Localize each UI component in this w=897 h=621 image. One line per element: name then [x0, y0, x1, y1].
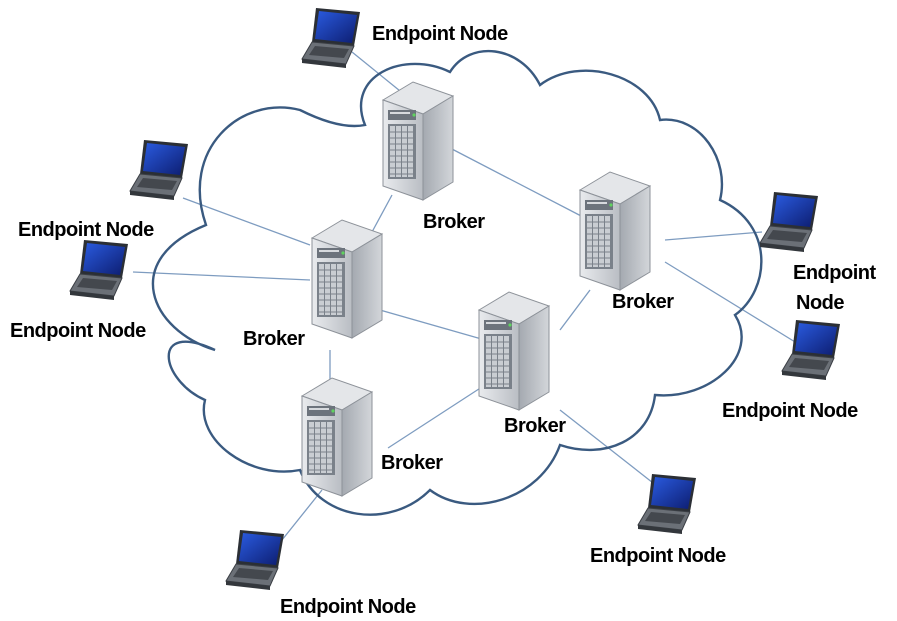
laptop-icon [69, 239, 129, 301]
endpoint-label: Endpoint Node [590, 545, 726, 567]
laptop-icon [301, 7, 361, 69]
laptop-icon [225, 529, 285, 591]
broker-label: Broker [423, 211, 485, 233]
endpoint-label: Endpoint Node [280, 596, 416, 618]
broker-label: Broker [381, 452, 443, 474]
broker-label: Broker [243, 328, 305, 350]
endpoint-label-line2: Node [796, 292, 844, 314]
broker-server-left [311, 219, 383, 339]
laptop-icon [129, 139, 189, 201]
endpoint-label-line1: Endpoint [793, 262, 876, 284]
labels: Endpoint Node Endpoint Node Endpoint Nod… [10, 23, 877, 618]
laptop-icon [781, 319, 841, 381]
laptop-icon [759, 191, 819, 253]
broker-server-bottom [301, 377, 373, 497]
endpoint-label: Endpoint Node [372, 23, 508, 45]
cloud-outline [151, 49, 763, 516]
laptop-icon [637, 473, 697, 535]
broker-server-right [579, 171, 651, 291]
endpoint-label: Endpoint Node [10, 320, 146, 342]
broker-label: Broker [504, 415, 566, 437]
broker-label: Broker [612, 291, 674, 313]
broker-server-center [478, 291, 550, 411]
broker-server-top [382, 81, 454, 201]
network-links [132, 51, 801, 546]
endpoint-label: Endpoint Node [18, 219, 154, 241]
endpoint-label: Endpoint Node [722, 400, 858, 422]
